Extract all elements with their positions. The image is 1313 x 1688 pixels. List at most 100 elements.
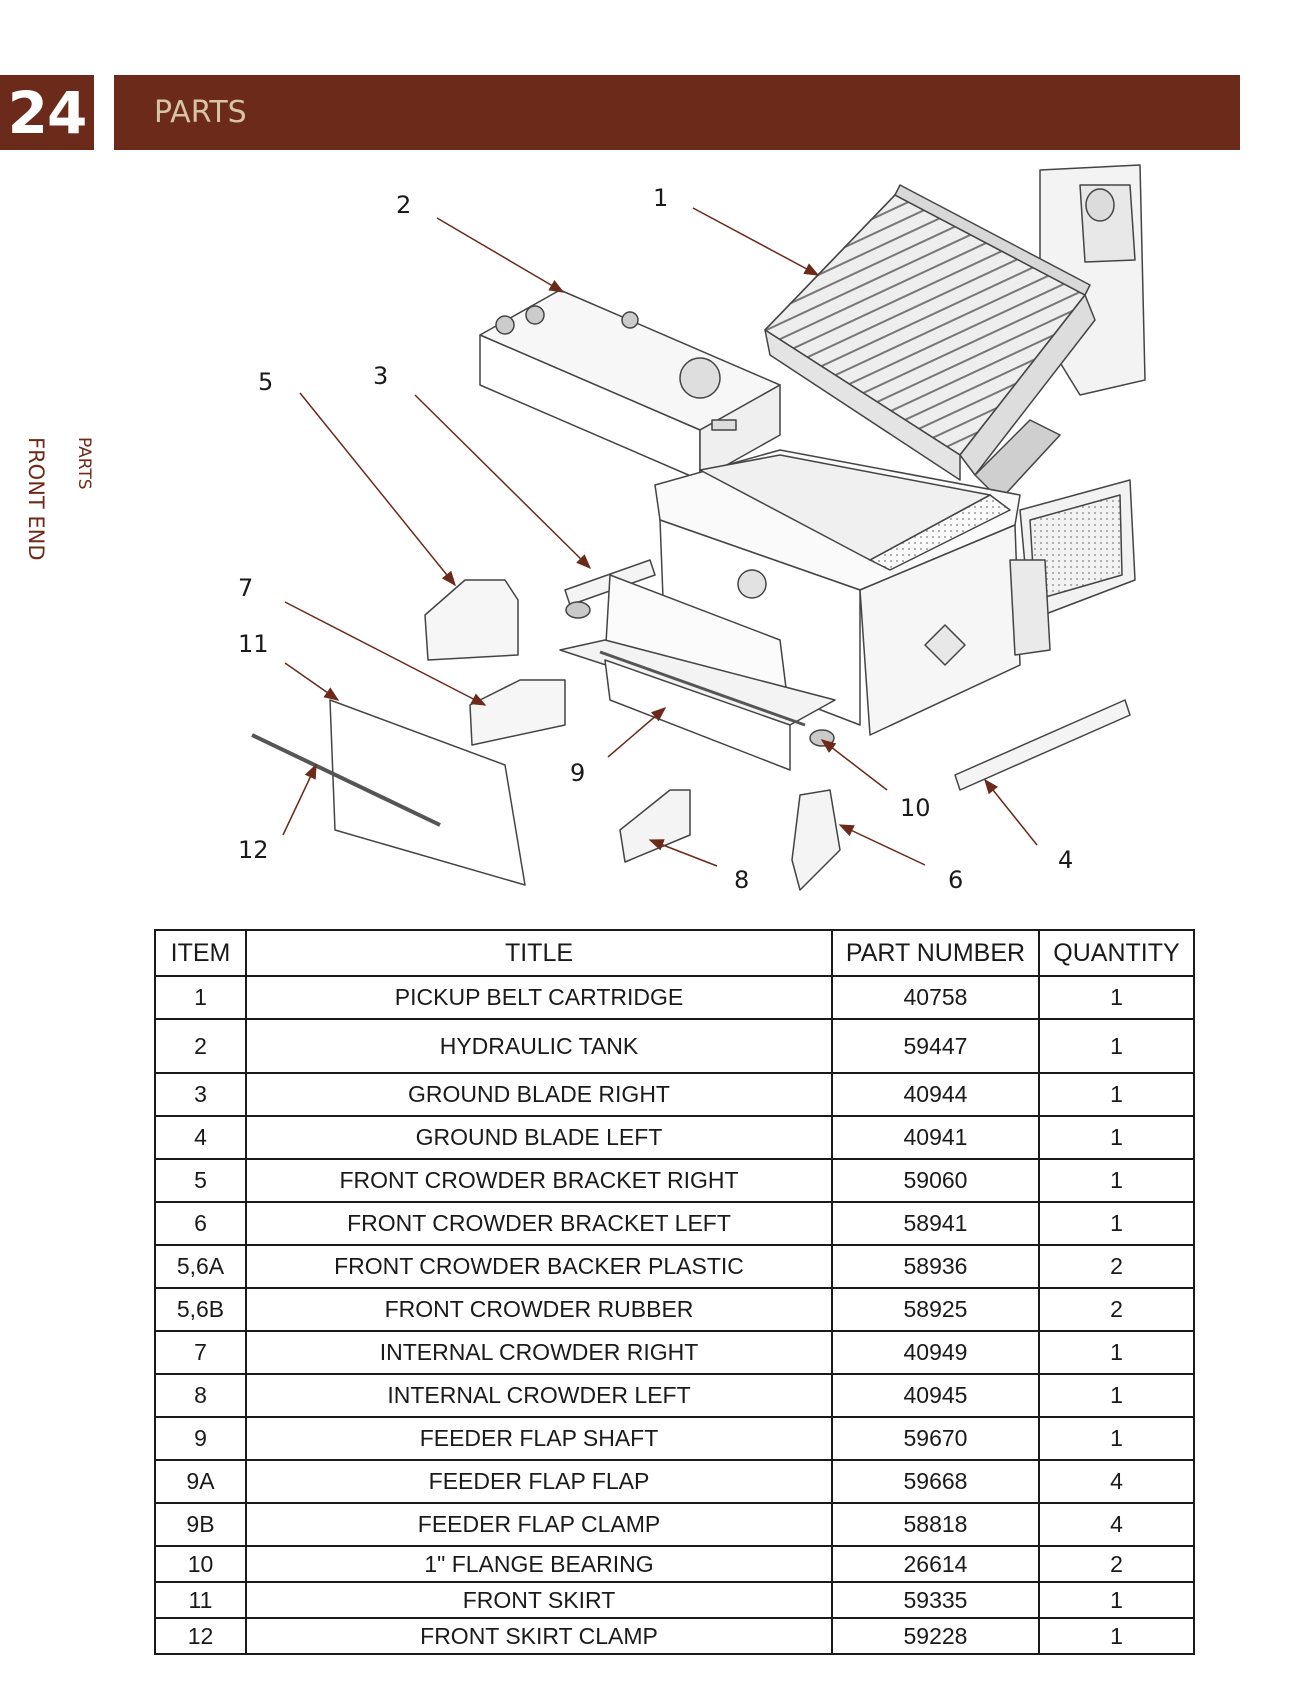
table-row: 5,6A FRONT CROWDER BACKER PLASTIC 58936 … (154, 1244, 1195, 1289)
quantity-cell: 2 (1038, 1287, 1195, 1332)
callout-10: 10 (900, 794, 931, 822)
side-tab-section: PARTS (74, 437, 94, 490)
quantity-cell: 1 (1038, 1158, 1195, 1203)
part-number-cell: 58936 (831, 1244, 1040, 1289)
quantity-cell: 1 (1038, 1330, 1195, 1375)
item-cell: 5,6A (154, 1244, 247, 1289)
item-cell: 5,6B (154, 1287, 247, 1332)
item-cell: 5 (154, 1158, 247, 1203)
exploded-parts-diagram: 1 2 3 4 5 6 7 8 9 10 11 12 (238, 164, 1146, 894)
callout-11: 11 (238, 630, 269, 658)
part-number-cell: 59060 (831, 1158, 1040, 1203)
callout-1: 1 (653, 184, 668, 212)
item-cell: 2 (154, 1018, 247, 1074)
quantity-cell: 1 (1038, 1581, 1195, 1619)
part-number-cell: 59335 (831, 1581, 1040, 1619)
callout-7: 7 (238, 574, 253, 602)
table-row: 12 FRONT SKIRT CLAMP 59228 1 (154, 1617, 1195, 1655)
callout-4: 4 (1058, 846, 1073, 874)
callout-3: 3 (373, 362, 388, 390)
title-cell: FRONT SKIRT (245, 1581, 833, 1619)
table-row: 9 FEEDER FLAP SHAFT 59670 1 (154, 1416, 1195, 1461)
part-number-cell: 40945 (831, 1373, 1040, 1418)
title-cell: INTERNAL CROWDER RIGHT (245, 1330, 833, 1375)
title-cell: FRONT CROWDER BRACKET LEFT (245, 1201, 833, 1246)
callout-5: 5 (258, 368, 273, 396)
internal-crowder-right-part (469, 679, 566, 746)
front-crowder-bracket-left-part (791, 789, 841, 891)
item-cell: 8 (154, 1373, 247, 1418)
item-cell: 3 (154, 1072, 247, 1117)
title-cell: GROUND BLADE LEFT (245, 1115, 833, 1160)
page-title: PARTS (154, 95, 247, 130)
quantity-cell: 1 (1038, 975, 1195, 1020)
front-end-body (654, 449, 1136, 736)
table-row: 10 1" FLANGE BEARING 26614 2 (154, 1545, 1195, 1583)
table-row: 5,6B FRONT CROWDER RUBBER 58925 2 (154, 1287, 1195, 1332)
table-row: 7 INTERNAL CROWDER RIGHT 40949 1 (154, 1330, 1195, 1375)
hydraulic-tank-part (479, 289, 781, 481)
title-cell: GROUND BLADE RIGHT (245, 1072, 833, 1117)
header-bar: PARTS (114, 75, 1240, 150)
item-cell: 12 (154, 1617, 247, 1655)
table-row: 2 HYDRAULIC TANK 59447 1 (154, 1018, 1195, 1074)
callout-9: 9 (570, 759, 585, 787)
part-number-cell: 59447 (831, 1018, 1040, 1074)
part-number-cell: 58925 (831, 1287, 1040, 1332)
title-cell: FEEDER FLAP CLAMP (245, 1502, 833, 1547)
quantity-cell: 1 (1038, 1617, 1195, 1655)
column-header-item: ITEM (154, 929, 247, 977)
parts-table: ITEM TITLE PART NUMBER QUANTITY 1 PICKUP… (154, 929, 1195, 1655)
part-number-cell: 59668 (831, 1459, 1040, 1504)
title-cell: FRONT CROWDER BRACKET RIGHT (245, 1158, 833, 1203)
title-cell: HYDRAULIC TANK (245, 1018, 833, 1074)
part-number-cell: 59670 (831, 1416, 1040, 1461)
table-row: 4 GROUND BLADE LEFT 40941 1 (154, 1115, 1195, 1160)
item-cell: 10 (154, 1545, 247, 1583)
column-header-quantity: QUANTITY (1038, 929, 1195, 977)
quantity-cell: 2 (1038, 1244, 1195, 1289)
front-skirt-part (329, 699, 526, 886)
callout-12: 12 (238, 836, 269, 864)
part-number-cell: 40758 (831, 975, 1040, 1020)
table-row: 3 GROUND BLADE RIGHT 40944 1 (154, 1072, 1195, 1117)
title-cell: PICKUP BELT CARTRIDGE (245, 975, 833, 1020)
table-row: 6 FRONT CROWDER BRACKET LEFT 58941 1 (154, 1201, 1195, 1246)
front-crowder-bracket-right-part (424, 579, 519, 661)
table-row: 9A FEEDER FLAP FLAP 59668 4 (154, 1459, 1195, 1504)
part-number-cell: 40944 (831, 1072, 1040, 1117)
flange-bearing-part (565, 601, 591, 619)
title-cell: INTERNAL CROWDER LEFT (245, 1373, 833, 1418)
table-row: 9B FEEDER FLAP CLAMP 58818 4 (154, 1502, 1195, 1547)
quantity-cell: 1 (1038, 1373, 1195, 1418)
pickup-belt-cartridge-part (764, 184, 1096, 501)
quantity-cell: 2 (1038, 1545, 1195, 1583)
part-number-cell: 40941 (831, 1115, 1040, 1160)
item-cell: 9B (154, 1502, 247, 1547)
table-row: 8 INTERNAL CROWDER LEFT 40945 1 (154, 1373, 1195, 1418)
item-cell: 6 (154, 1201, 247, 1246)
quantity-cell: 1 (1038, 1201, 1195, 1246)
part-number-cell: 58818 (831, 1502, 1040, 1547)
item-cell: 9A (154, 1459, 247, 1504)
title-cell: 1" FLANGE BEARING (245, 1545, 833, 1583)
table-row: 11 FRONT SKIRT 59335 1 (154, 1581, 1195, 1619)
callout-6: 6 (948, 866, 963, 894)
part-number-cell: 26614 (831, 1545, 1040, 1583)
item-cell: 7 (154, 1330, 247, 1375)
quantity-cell: 4 (1038, 1459, 1195, 1504)
quantity-cell: 1 (1038, 1072, 1195, 1117)
item-cell: 1 (154, 975, 247, 1020)
internal-crowder-left-part (619, 789, 691, 863)
flange-bearing-part (809, 729, 835, 747)
column-header-title: TITLE (245, 929, 833, 977)
quantity-cell: 4 (1038, 1502, 1195, 1547)
title-cell: FEEDER FLAP SHAFT (245, 1416, 833, 1461)
item-cell: 4 (154, 1115, 247, 1160)
title-cell: FRONT CROWDER BACKER PLASTIC (245, 1244, 833, 1289)
title-cell: FEEDER FLAP FLAP (245, 1459, 833, 1504)
callout-2: 2 (396, 191, 411, 219)
part-number-cell: 40949 (831, 1330, 1040, 1375)
title-cell: FRONT CROWDER RUBBER (245, 1287, 833, 1332)
ground-blade-left-part (954, 699, 1131, 791)
